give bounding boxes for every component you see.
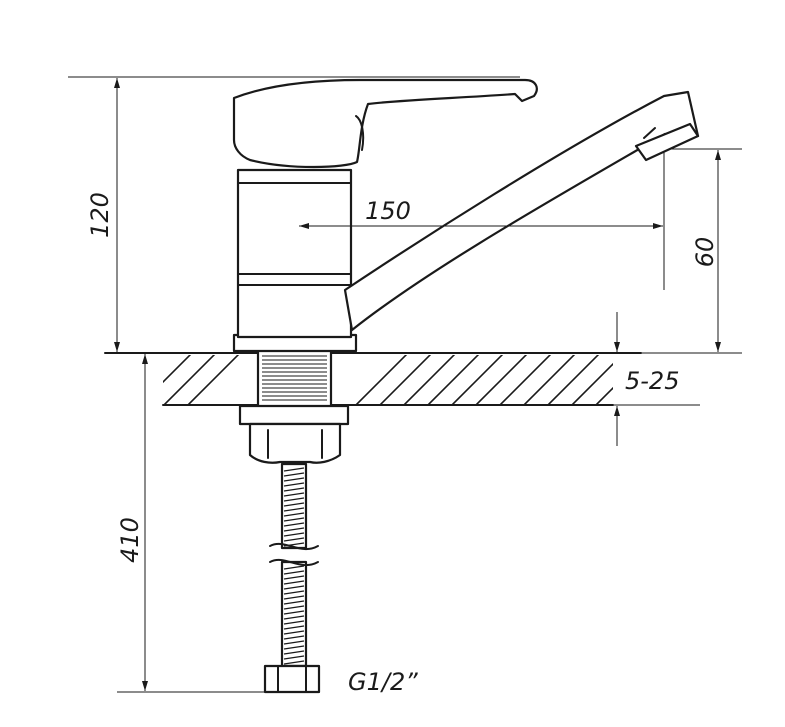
lever-handle xyxy=(232,78,538,169)
flexible-hose xyxy=(263,462,321,694)
label-deck-thickness: 5-25 xyxy=(625,367,679,395)
faucet-body xyxy=(232,168,358,353)
label-spout-height-60: 60 xyxy=(691,237,719,268)
label-connection-thread: G1/2” xyxy=(348,668,418,696)
dimension-lines xyxy=(114,78,721,691)
faucet-cylinder xyxy=(236,168,353,339)
dimension-labels: 120 150 60 5-25 410 G1/2” xyxy=(86,192,719,696)
deck-hatching xyxy=(163,355,613,405)
mounting-nut xyxy=(238,404,350,464)
aerator xyxy=(634,122,700,162)
label-hose-length-410: 410 xyxy=(116,517,144,563)
label-reach-150: 150 xyxy=(365,197,411,225)
handle-shape xyxy=(232,78,538,169)
label-height-120: 120 xyxy=(86,192,114,238)
break-line-bottom xyxy=(269,559,319,567)
countertop-section xyxy=(104,352,642,406)
hose-connector xyxy=(263,664,321,694)
threaded-shank xyxy=(256,348,333,410)
break-line-top xyxy=(269,543,319,551)
